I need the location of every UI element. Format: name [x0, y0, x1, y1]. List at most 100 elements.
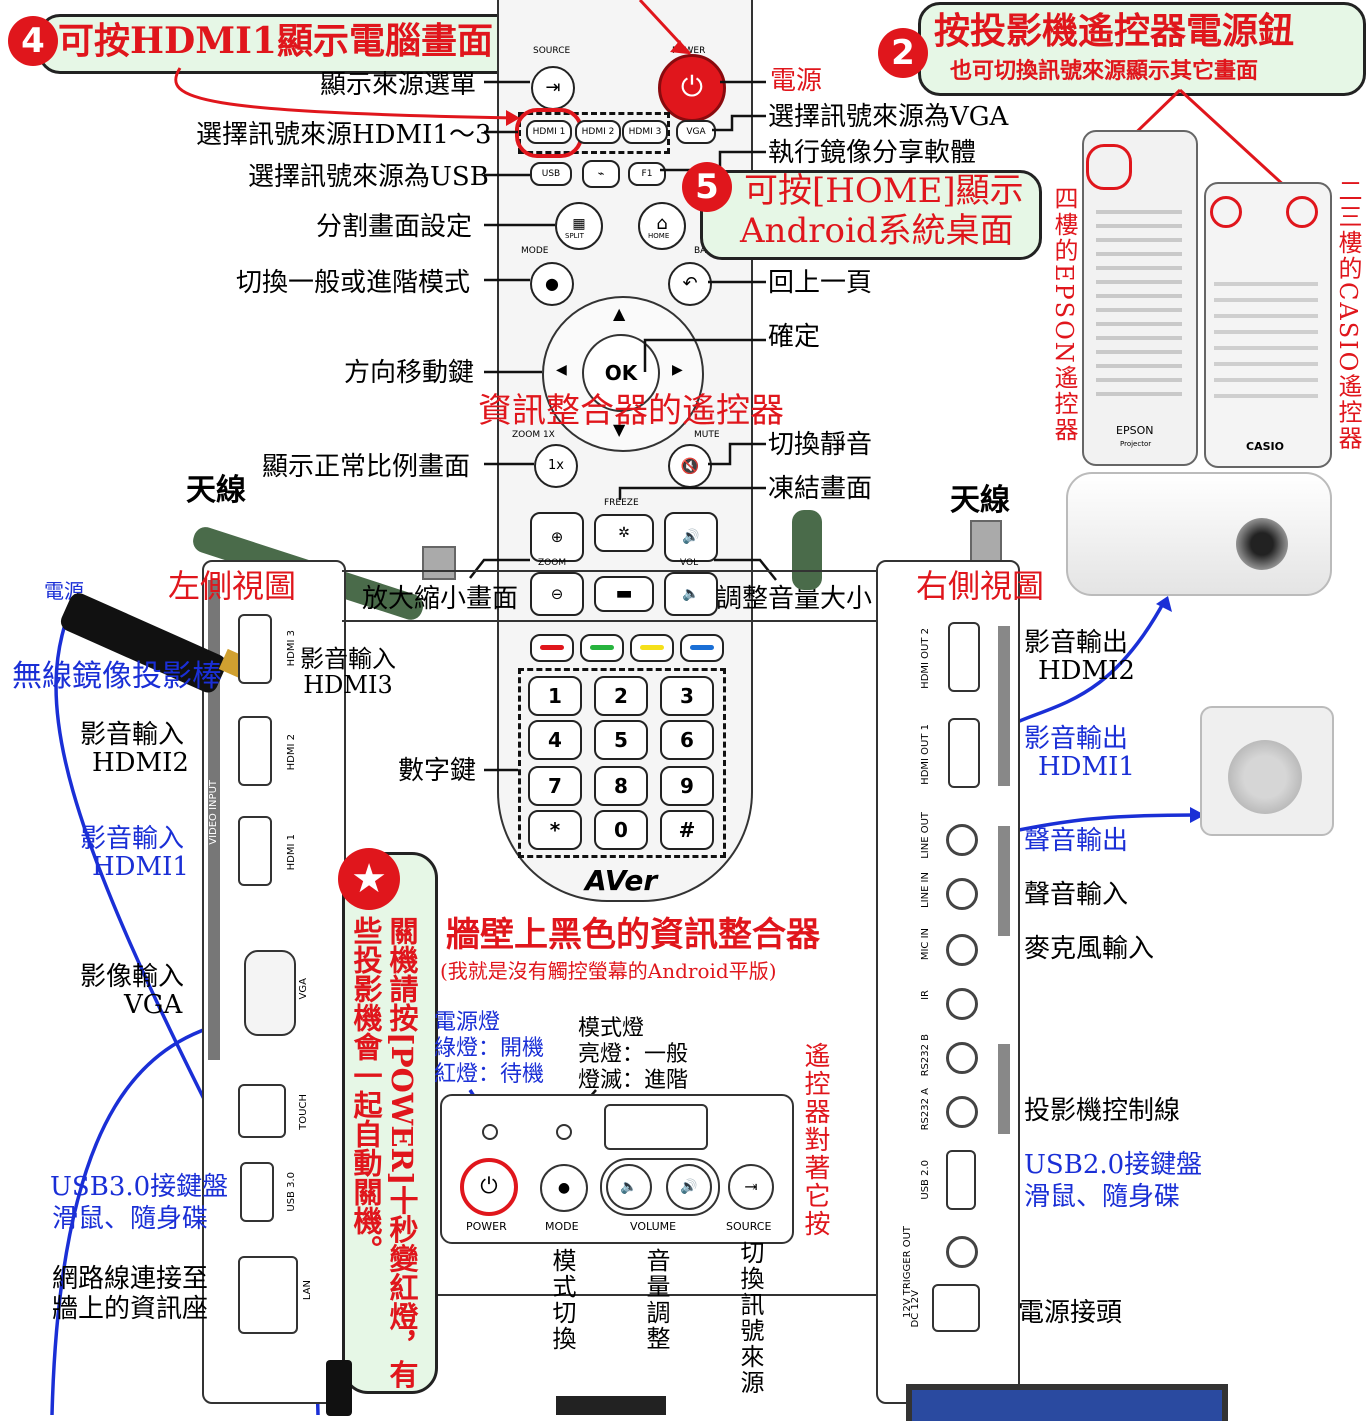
label-back: 回上一頁	[768, 268, 873, 298]
casio-grid	[1214, 270, 1318, 400]
remote-split-button[interactable]: ▦	[555, 202, 603, 250]
front-vol-down-button[interactable]: 🔈	[606, 1164, 652, 1210]
port-hdmi2	[238, 716, 272, 786]
remote-power-button[interactable]: ⏻	[658, 54, 726, 122]
video-output-strip	[998, 626, 1010, 786]
label-hdmi2-in-l2: HDMI2	[92, 748, 189, 778]
label-source-switch: 切換訊號來源	[736, 1240, 764, 1396]
casio-label: 二三樓的CASIO遙控器	[1334, 178, 1362, 452]
label-line-out: 聲音輸出	[1024, 826, 1129, 856]
remote-zoom-caption: ZOOM	[538, 558, 567, 568]
dpad-right-icon[interactable]: ▶	[672, 362, 683, 378]
remote-mirror-button[interactable]: ⌁	[582, 160, 620, 188]
remote-vga-button[interactable]: VGA	[676, 120, 716, 144]
key-2[interactable]: 2	[594, 676, 648, 716]
remote-green-button[interactable]	[580, 634, 624, 662]
key-6[interactable]: 6	[660, 720, 714, 760]
mode-led-l1: 模式燈	[578, 1016, 645, 1041]
label-hdmi3-in: 影音輸入 HDMI3	[300, 646, 396, 698]
remote-back-button[interactable]: ↶	[668, 262, 712, 306]
jack-ir-tag: IR	[920, 990, 931, 1000]
monitor	[906, 1384, 1228, 1421]
front-vol-up-button[interactable]: 🔊	[666, 1164, 712, 1210]
dpad-left-icon[interactable]: ◀	[556, 362, 567, 378]
front-power-button[interactable]: ⏻	[460, 1158, 518, 1216]
port-usb2-tag: USB 2.0	[920, 1160, 931, 1200]
remote-blue-button[interactable]	[680, 634, 724, 662]
key-5[interactable]: 5	[594, 720, 648, 760]
front-source-caption: SOURCE	[726, 1220, 772, 1233]
remote-red-button[interactable]	[530, 634, 574, 662]
port-hdmi3	[238, 614, 272, 684]
remote-1x-button[interactable]: 1x	[534, 444, 578, 488]
label-mode-switch: 模式切換	[548, 1248, 576, 1352]
remote-zoom-out-button[interactable]: ⊖	[530, 572, 584, 616]
remote-blank-button[interactable]: ▬	[594, 576, 654, 612]
remote-f1-button[interactable]: F1	[628, 162, 666, 186]
port-dc	[932, 1284, 980, 1332]
remote-mute-caption: MUTE	[694, 430, 720, 440]
jack-line-in-tag: LINE IN	[920, 872, 931, 908]
key-3[interactable]: 3	[660, 676, 714, 716]
jack-mic-in-tag: MIC IN	[920, 928, 931, 961]
remote-vol-up-button[interactable]: 🔊	[664, 512, 718, 562]
port-hdmi1-tag: HDMI 1	[286, 834, 297, 871]
epson-label: 四樓的EPSON遙控器	[1050, 186, 1078, 443]
port-hdmi1	[238, 816, 272, 886]
remote-hdmi1-button[interactable]: HDMI 1	[526, 120, 572, 144]
callout-5-line1: 可按[HOME]顯示	[744, 171, 1024, 211]
center-subtitle: (我就是沒有觸控螢幕的Android平版)	[440, 959, 777, 983]
remote-source-button[interactable]: ⇥	[531, 66, 575, 110]
label-volume: 調整音量大小	[716, 584, 873, 614]
key-star[interactable]: *	[528, 810, 582, 850]
remote-freeze-button[interactable]: ✲	[594, 514, 654, 552]
jack-mic-in	[946, 934, 978, 966]
hdmi-cable	[326, 1360, 352, 1416]
label-freeze: 凍結畫面	[768, 474, 873, 504]
port-usb2	[946, 1150, 976, 1210]
label-mode: 切換一般或進階模式	[236, 268, 471, 298]
key-7[interactable]: 7	[528, 766, 582, 806]
label-lan-l2: 牆上的資訊座	[52, 1294, 209, 1324]
remote-zoom-in-button[interactable]: ⊕	[530, 512, 584, 562]
label-direction: 方向移動鍵	[344, 358, 475, 388]
remote-home-button[interactable]: ⌂	[638, 202, 686, 250]
jack-rs232a	[946, 1096, 978, 1128]
remote-vol-down-button[interactable]: 🔈	[664, 572, 718, 616]
right-antenna	[792, 510, 822, 590]
remote-home-caption: HOME	[648, 232, 670, 240]
remote-hdmi3-button[interactable]: HDMI 3	[622, 120, 668, 144]
remote-ok-button[interactable]: OK	[582, 334, 660, 412]
port-dc-tag: DC 12V	[910, 1290, 921, 1328]
remote-usb-button[interactable]: USB	[530, 162, 572, 186]
jack-line-out-tag: LINE OUT	[920, 812, 931, 859]
power-led-l2: 綠燈：開機	[434, 1036, 545, 1061]
remote-hdmi2-button[interactable]: HDMI 2	[575, 120, 621, 144]
key-9[interactable]: 9	[660, 766, 714, 806]
key-8[interactable]: 8	[594, 766, 648, 806]
key-4[interactable]: 4	[528, 720, 582, 760]
port-hdmi2-tag: HDMI 2	[286, 734, 297, 771]
front-mode-button[interactable]: ●	[540, 1164, 588, 1212]
right-panel-title: 右側視圖	[916, 567, 1045, 605]
dpad-up-icon[interactable]: ▲	[613, 304, 626, 323]
remote-split-caption: SPLIT	[565, 232, 584, 240]
key-hash[interactable]: #	[660, 810, 714, 850]
dpad-down-icon[interactable]: ▼	[613, 420, 626, 439]
remote-yellow-button[interactable]	[630, 634, 674, 662]
label-usb3-l1: USB3.0接鍵盤	[50, 1172, 229, 1202]
callout-4-number: 4	[8, 16, 58, 66]
remote-vol-caption: VOL	[680, 558, 699, 568]
star-text: 關機請按[POWER]十秒變紅燈，有些投影機會一起自動關機。	[349, 916, 419, 1389]
remote-mode-button[interactable]: ●	[530, 262, 574, 306]
port-lan	[238, 1256, 298, 1334]
key-0[interactable]: 0	[594, 810, 648, 850]
label-usb3-l2: 滑鼠、隨身碟	[52, 1204, 209, 1234]
jack-trigger-out	[946, 1236, 978, 1268]
remote-zoom1x-caption: ZOOM 1X	[512, 430, 555, 440]
key-1[interactable]: 1	[528, 676, 582, 716]
audio-strip	[998, 826, 1010, 936]
casio-power-highlight	[1286, 196, 1318, 228]
callout-2-number: 2	[878, 28, 928, 78]
front-source-button[interactable]: ⇥	[728, 1164, 774, 1210]
